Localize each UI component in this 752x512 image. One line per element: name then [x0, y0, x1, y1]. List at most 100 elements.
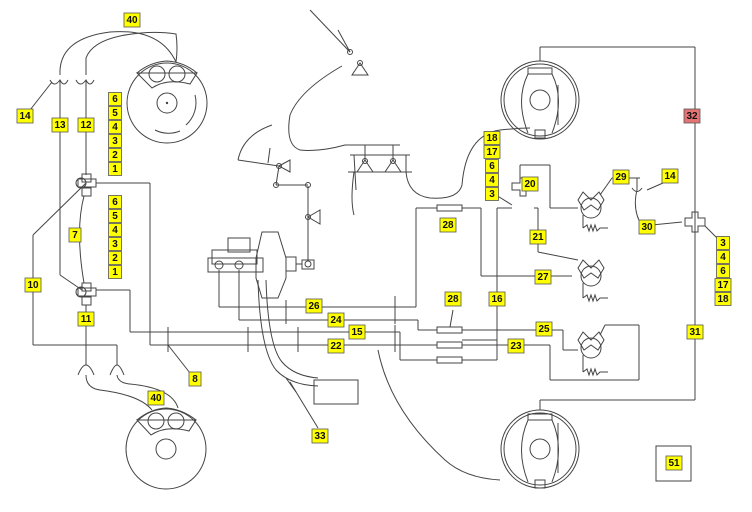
stack-front-lower-item-text: 6: [112, 197, 118, 208]
stack-front-lower-item: 3: [108, 237, 122, 251]
stack-front-lower-item-text: 2: [112, 253, 118, 264]
callout-c14b-text: 14: [664, 171, 676, 182]
stack-center-item-text: 17: [486, 147, 498, 158]
stack-right-item: 17: [714, 278, 732, 292]
callout-c23: 23: [507, 338, 525, 354]
callout-c22-text: 22: [330, 341, 342, 352]
callout-c11: 11: [77, 311, 95, 327]
stack-front-upper-item-text: 1: [112, 164, 118, 175]
callout-c23-text: 23: [510, 341, 522, 352]
stack-right-item-text: 18: [717, 294, 729, 305]
callout-c28b-text: 28: [447, 294, 459, 305]
callout-c40b: 40: [147, 390, 165, 406]
callout-c32-text: 32: [686, 111, 698, 122]
callout-c10: 10: [24, 277, 42, 293]
stack-front-upper-item: 4: [108, 120, 122, 134]
stack-center-item: 6: [485, 159, 499, 173]
callout-c24: 24: [327, 312, 345, 328]
stack-front-upper: 6 5 4 3 2 1: [108, 92, 122, 176]
stack-front-lower-item: 1: [108, 265, 122, 279]
callout-c14b: 14: [661, 168, 679, 184]
callout-c15: 15: [348, 324, 366, 340]
stack-center: 18 17 6 4 3: [483, 131, 501, 201]
stack-front-lower-item-text: 4: [112, 225, 118, 236]
stack-front-lower-item-text: 3: [112, 239, 118, 250]
stack-center-item-text: 18: [486, 133, 498, 144]
stack-front-upper-item: 6: [108, 92, 122, 106]
stack-front-upper-item: 5: [108, 106, 122, 120]
wheel-cylinder-1: [577, 191, 608, 233]
stack-center-item-text: 6: [489, 161, 495, 172]
callout-c22: 22: [327, 338, 345, 354]
stack-front-upper-item-text: 6: [112, 94, 118, 105]
callout-c14a: 14: [16, 108, 34, 124]
callout-c24-text: 24: [330, 315, 342, 326]
rear-right-drum-brake: [500, 409, 580, 489]
stack-right-item: 4: [716, 250, 730, 264]
stack-center-item-text: 4: [489, 175, 495, 186]
callout-c20-text: 20: [524, 179, 536, 190]
callout-c51-text: 51: [668, 458, 680, 469]
stack-center-item: 18: [483, 131, 501, 145]
wheel-cylinder-2: [577, 259, 608, 303]
callout-c7-text: 7: [72, 230, 78, 241]
stack-front-upper-item-text: 4: [112, 122, 118, 133]
callout-c25-text: 25: [538, 324, 550, 335]
stack-front-lower-item: 2: [108, 251, 122, 265]
front-left-disc-brake: [126, 60, 208, 144]
callout-c33-text: 33: [314, 431, 326, 442]
wheel-cylinder-3: [577, 331, 608, 377]
stack-front-lower-item-text: 1: [112, 267, 118, 278]
stack-front-lower-item: 4: [108, 223, 122, 237]
stack-front-upper-item: 3: [108, 134, 122, 148]
callout-c25: 25: [535, 321, 553, 337]
callout-c30-text: 30: [641, 222, 653, 233]
stack-right-item: 6: [716, 264, 730, 278]
stack-center-item-text: 3: [489, 189, 495, 200]
callout-c51: 51: [665, 455, 683, 471]
master-cylinder: [207, 237, 264, 273]
callout-c30: 30: [638, 219, 656, 235]
stack-front-upper-item-text: 2: [112, 150, 118, 161]
stack-front-upper-item: 2: [108, 148, 122, 162]
callout-c29: 29: [612, 169, 630, 185]
callout-c29-text: 29: [615, 172, 627, 183]
callout-c28a: 28: [439, 217, 457, 233]
stack-front-lower: 65 4 3 2 1: [108, 195, 122, 279]
callout-c26: 26: [305, 298, 323, 314]
callout-c27: 27: [534, 269, 552, 285]
callout-c16-text: 16: [491, 294, 503, 305]
callout-c12: 12: [77, 117, 95, 133]
callout-c10-text: 10: [27, 280, 39, 291]
legend-box-51: [655, 445, 692, 482]
stack-center-item: 17: [483, 145, 501, 159]
stack-front-upper-item: 1: [108, 162, 122, 176]
callout-c33: 33: [311, 428, 329, 444]
callout-c40a-text: 40: [126, 15, 138, 26]
stack-right-item-text: 17: [717, 280, 729, 291]
callout-c15-text: 15: [351, 327, 363, 338]
callout-c27-text: 27: [537, 272, 549, 283]
callout-c31: 31: [686, 324, 704, 340]
lower-proportioning-valve: [75, 282, 97, 306]
callout-c20: 20: [521, 176, 539, 192]
stack-front-upper-item-text: 5: [112, 108, 118, 119]
upper-proportioning-valve: [75, 173, 97, 197]
stack-right: 346 17 18: [714, 236, 732, 306]
callout-c31-text: 31: [689, 327, 701, 338]
callout-c8: 8: [188, 371, 202, 387]
stack-right-item-text: 3: [720, 238, 726, 249]
stack-front-upper-item-text: 3: [112, 136, 118, 147]
stack-front-lower-item: 6: [108, 195, 122, 209]
callout-c14a-text: 14: [19, 111, 31, 122]
stack-front-lower-item: 5: [108, 209, 122, 223]
callout-c28a-text: 28: [442, 220, 454, 231]
callout-c32: 32: [683, 108, 701, 124]
stack-center-item: 3: [485, 187, 499, 201]
stack-center-item: 4: [485, 173, 499, 187]
callout-c21: 21: [529, 229, 547, 245]
callout-c28b: 28: [444, 291, 462, 307]
